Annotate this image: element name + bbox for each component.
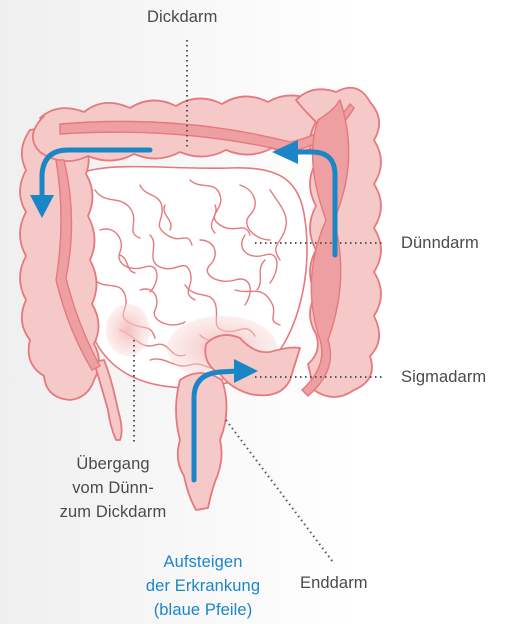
label-sigmadarm: Sigmadarm xyxy=(401,368,486,387)
label-uebergang-line3: zum Dickdarm xyxy=(46,500,180,524)
label-aufsteigen-line2: der Erkrankung xyxy=(128,574,278,598)
label-enddarm: Enddarm xyxy=(300,574,368,593)
label-aufsteigen-line1: Aufsteigen xyxy=(128,550,278,574)
label-aufsteigen: Aufsteigen der Erkrankung (blaue Pfeile) xyxy=(128,550,278,622)
label-aufsteigen-line3: (blaue Pfeile) xyxy=(128,598,278,622)
ileocecal-inflammation xyxy=(106,304,150,356)
label-uebergang: Übergang vom Dünn- zum Dickdarm xyxy=(46,452,180,524)
label-duenndarm: Dünndarm xyxy=(401,234,479,253)
label-uebergang-line1: Übergang xyxy=(46,452,180,476)
label-dickdarm: Dickdarm xyxy=(147,8,217,27)
leader-enddarm xyxy=(226,420,333,562)
label-uebergang-line2: vom Dünn- xyxy=(46,476,180,500)
